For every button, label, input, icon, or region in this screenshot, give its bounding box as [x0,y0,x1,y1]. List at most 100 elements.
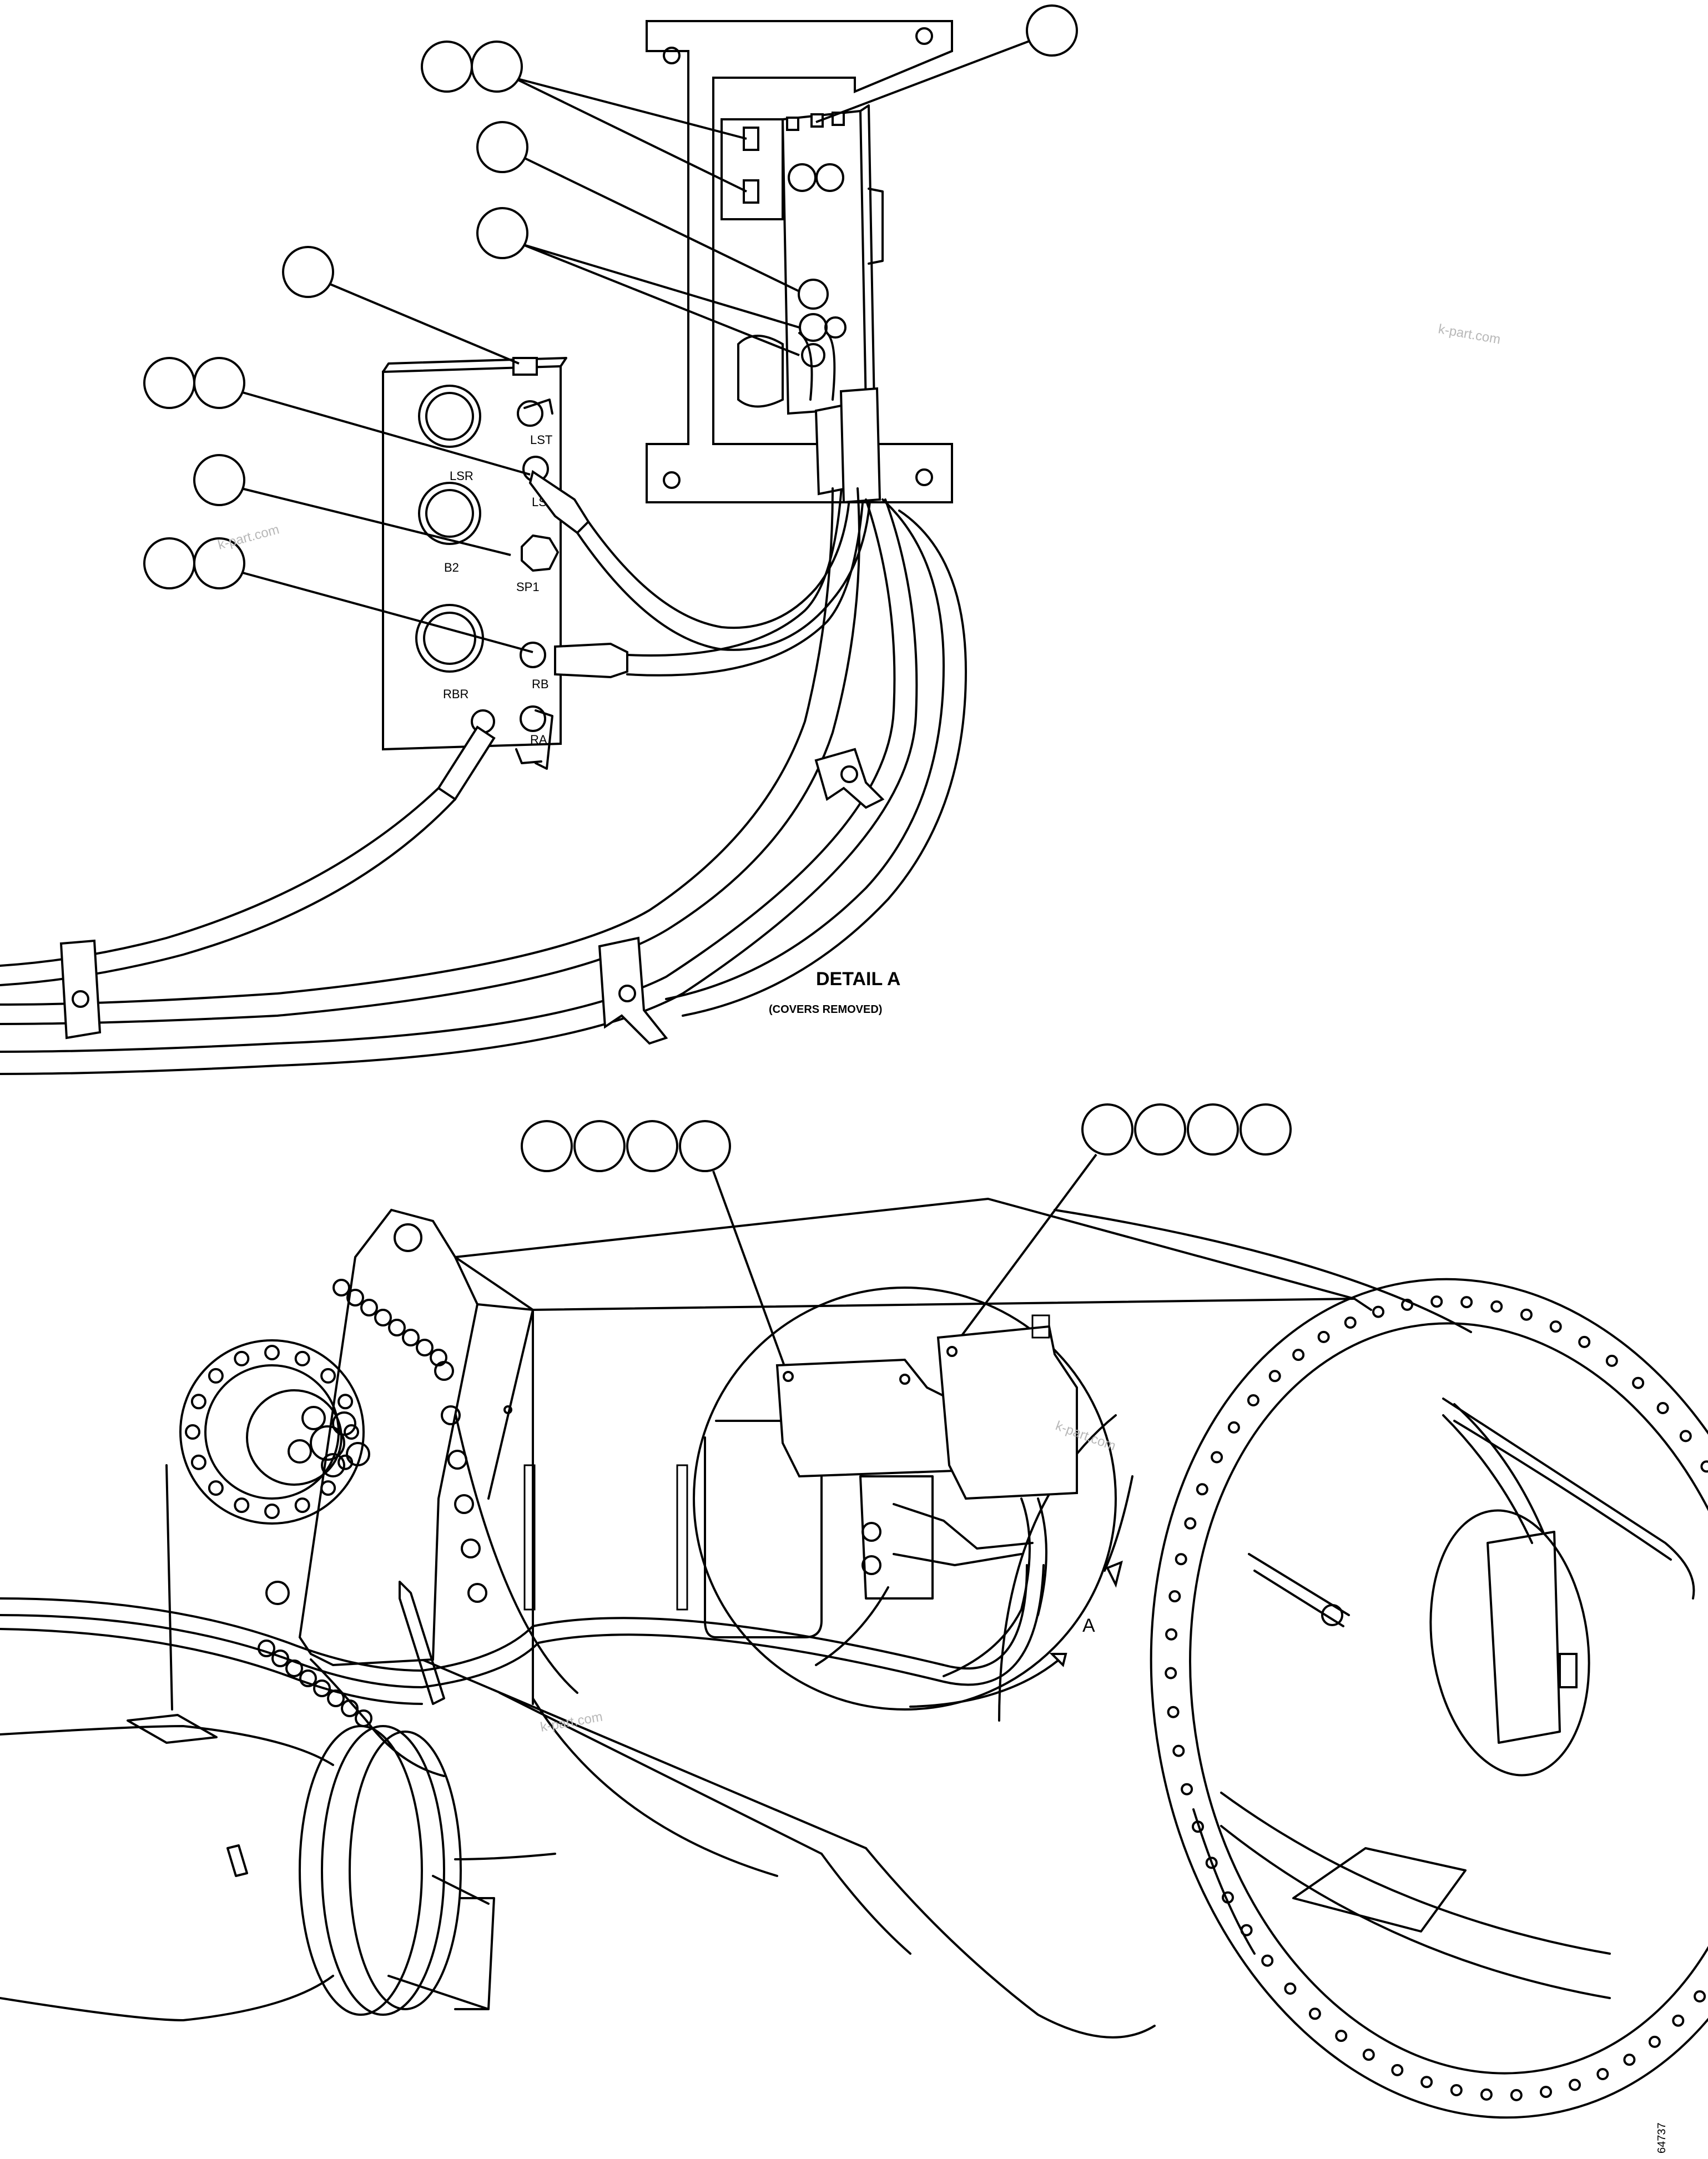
bolt-hole [1172,1744,1185,1757]
bolt-hole [360,1299,378,1316]
callout-bubble [476,121,528,173]
port-label-rb: RB [532,677,549,691]
callout-bubble [193,537,245,589]
bolt-hole [1211,1451,1223,1464]
port-label-lst: LST [530,433,552,447]
bolt-hole [1196,1483,1208,1496]
bolt-hole [1605,1354,1618,1367]
bolt-hole [1656,1402,1669,1414]
callouts-upper [143,4,1078,653]
bolt-hole [1623,2054,1636,2066]
port-label-sp1: SP1 [516,580,540,594]
bolt-hole [313,1679,331,1697]
callout-bubble [471,41,523,93]
bolt-hole [320,1480,336,1496]
flange-bolt-circle [185,1345,359,1519]
bolt-hole [1540,2086,1552,2099]
bolt-hole [1165,1667,1177,1679]
callout-bubble [1134,1103,1186,1156]
port-label-ra: RA [530,733,547,746]
bolt-hole [467,1583,487,1603]
bolt-hole [332,1279,350,1297]
callouts-lower [521,1103,1292,1377]
bolt-hole [1362,2049,1375,2061]
bolt-hole [346,1289,364,1307]
bolt-hole [299,1669,317,1687]
detail-a-view: LSR LST LS B2 SP1 RBR RB PB RA [0,4,1078,1075]
callout-bubble [193,454,245,506]
bolt-hole [337,1454,354,1470]
main-assembly-view: A [0,1103,1708,2119]
bolt-hole [1430,1295,1443,1308]
bolt-hole [1549,1320,1562,1333]
bolt-hole [1292,1349,1305,1361]
drawing-number: 64737 [1656,2122,1668,2153]
bolt-hole [185,1424,200,1440]
bolt-hole [234,1497,250,1514]
detail-a-circle: A [693,1287,1133,1711]
bolt-hole [1227,1421,1240,1434]
detail-title: DETAIL A [816,968,900,990]
bolt-hole [374,1309,392,1326]
upper-valve-block [721,104,884,415]
bolt-hole [294,1497,310,1514]
bolt-hole [402,1329,420,1346]
bolt-hole [1222,1891,1234,1904]
bolt-hole [1694,1990,1706,2002]
frame-hoses [0,1464,1045,1777]
bolt-hole [1520,1308,1533,1321]
bolt-hole [447,1450,467,1470]
bolt-hole [1167,1706,1180,1718]
bolt-hole [1460,1296,1473,1309]
bolt-hole [461,1538,481,1558]
bolt-hole [1401,1298,1413,1311]
drum-assembly [998,1209,1708,2119]
callout-bubble [193,357,245,409]
callout-bubble [1187,1103,1239,1156]
bolt-hole [1480,2088,1493,2101]
bolt-hole [208,1368,224,1384]
port-label-lsr: LSR [450,469,473,483]
hose-clamps [59,748,885,1045]
hydraulic-hoses [0,332,967,1075]
bolt-hole [264,1504,280,1519]
cylinder-tube [0,1714,556,2021]
view-marker: A [1082,1615,1095,1636]
bolt-hole [1335,2030,1348,2042]
frame-body [421,1198,1372,2039]
bolt-hole [1420,2076,1433,2089]
detail-note: (COVERS REMOVED) [769,1003,882,1016]
port-label-b2: B2 [444,561,459,574]
bolt-hole [208,1480,224,1496]
bolt-hole [1679,1430,1692,1442]
bolt-hole [1184,1517,1197,1530]
bolt-hole [1205,1857,1218,1869]
bolt-hole [1175,1553,1187,1566]
bolt-hole [1168,1590,1181,1603]
bolt-hole [454,1494,474,1514]
bolt-hole [1596,2068,1609,2080]
end-plate-assembly [179,1208,534,1727]
bolt-hole [344,1424,359,1440]
bolt-hole [1240,1924,1253,1936]
bolt-hole [1284,1983,1297,1995]
bolt-hole [1372,1305,1384,1318]
bolt-hole [1268,1370,1281,1383]
bolt-hole [190,1454,206,1470]
bolt-hole [1344,1316,1357,1329]
bolt-hole [1578,1335,1591,1348]
watermark: k-part.com [1437,321,1502,347]
bolt-hole [1632,1376,1645,1389]
callout-bubble [143,537,195,589]
bolt-hole [1391,2064,1404,2076]
bolt-hole [1308,2007,1321,2020]
callout-bubble [476,207,528,259]
callout-bubble [679,1120,731,1172]
callout-bubble [1081,1103,1133,1156]
callout-bubble [521,1120,573,1172]
bolt-hole [234,1350,250,1366]
bolt-hole [1700,1460,1708,1473]
bolt-hole [190,1394,206,1410]
bolt-hole [264,1345,280,1360]
